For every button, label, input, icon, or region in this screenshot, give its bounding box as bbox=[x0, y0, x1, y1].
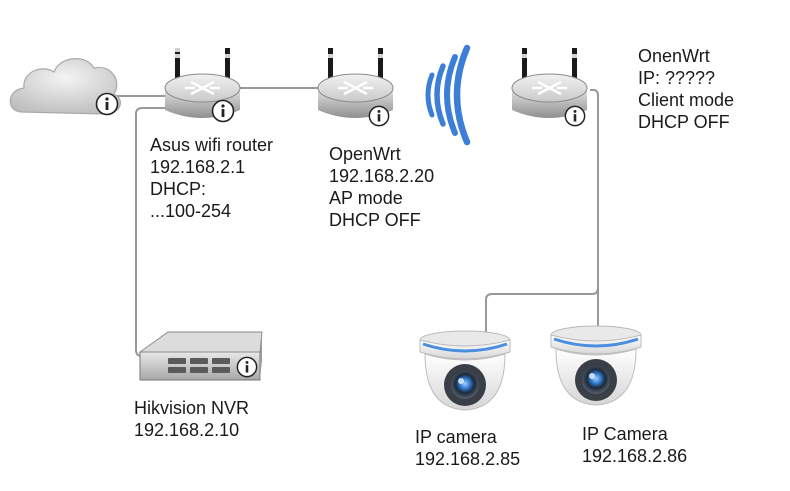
dome-camera-icon bbox=[550, 325, 642, 406]
camera-2-name: IP Camera bbox=[582, 424, 668, 444]
openwrt-client-label: OnenWrt IP: ????? Client mode DHCP OFF bbox=[638, 45, 734, 133]
camera-2-label: IP Camera 192.168.2.86 bbox=[582, 423, 687, 467]
cloud-icon bbox=[9, 58, 122, 116]
link-client-to-cameras bbox=[485, 89, 599, 336]
openwrt-client-dhcp: DHCP OFF bbox=[638, 112, 730, 132]
asus-router-dhcp-range: ...100-254 bbox=[150, 201, 232, 221]
connection-lines bbox=[108, 87, 599, 357]
asus-router-ip: 192.168.2.1 bbox=[150, 157, 246, 177]
router-icon bbox=[511, 48, 588, 127]
openwrt-ap-name: OpenWrt bbox=[329, 144, 401, 164]
router-icon bbox=[164, 46, 241, 123]
openwrt-ap-dhcp: DHCP OFF bbox=[329, 210, 421, 230]
openwrt-ap-label: OpenWrt 192.168.2.20 AP mode DHCP OFF bbox=[329, 143, 434, 231]
asus-router-name: Asus wifi router bbox=[150, 135, 274, 155]
nvr-name: Hikvision NVR bbox=[134, 398, 250, 418]
router-icon bbox=[317, 48, 394, 127]
camera-1-ip: 192.168.2.85 bbox=[415, 449, 521, 469]
openwrt-client-ip: IP: ????? bbox=[638, 68, 716, 88]
nvr-ip: 192.168.2.10 bbox=[134, 420, 240, 440]
openwrt-ap-ip: 192.168.2.20 bbox=[329, 166, 435, 186]
camera-1-name: IP camera bbox=[415, 427, 497, 447]
info-badge-icon bbox=[95, 92, 119, 116]
openwrt-ap-mode: AP mode bbox=[329, 188, 403, 208]
wifi-signal-icon bbox=[425, 44, 471, 146]
asus-router-label: Asus wifi router 192.168.2.1 DHCP: ...10… bbox=[150, 134, 273, 222]
nvr-label: Hikvision NVR 192.168.2.10 bbox=[134, 397, 249, 441]
dome-camera-icon bbox=[419, 330, 511, 411]
nvr-server-icon bbox=[138, 331, 263, 381]
asus-router-dhcp: DHCP: bbox=[150, 179, 207, 199]
openwrt-client-mode: Client mode bbox=[638, 90, 735, 110]
camera-1-label: IP camera 192.168.2.85 bbox=[415, 426, 520, 470]
camera-2-ip: 192.168.2.86 bbox=[582, 446, 688, 466]
openwrt-client-name: OnenWrt bbox=[638, 46, 710, 66]
